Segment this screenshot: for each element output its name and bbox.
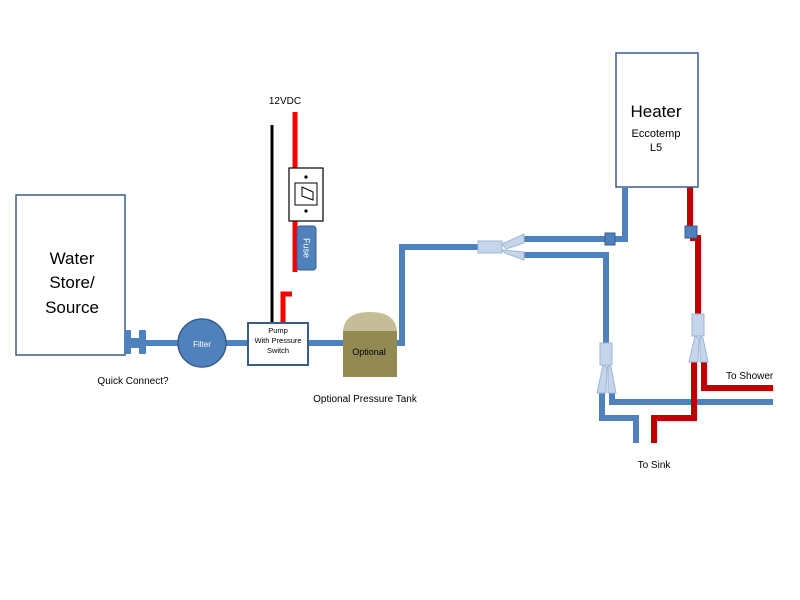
hot-outlet-connector bbox=[684, 225, 698, 239]
pipe-tee-to-heater bbox=[520, 188, 628, 242]
pipe-hot-to-tee bbox=[690, 235, 701, 316]
pump-box bbox=[247, 322, 309, 366]
cold-inlet-connector bbox=[604, 232, 616, 246]
water-store-box bbox=[15, 194, 126, 356]
cold-water-pipes bbox=[125, 188, 773, 443]
pipe-tank-to-tee bbox=[395, 244, 480, 346]
heater-title: Heater bbox=[630, 102, 681, 121]
pump-label-line2: With Pressure bbox=[254, 336, 301, 345]
sink-outlet-label: To Sink bbox=[638, 460, 672, 471]
water-store-line2: Store/ bbox=[49, 273, 95, 292]
tank-dome bbox=[343, 312, 397, 333]
tank-caption: Optional Pressure Tank bbox=[313, 394, 418, 405]
fuse-body bbox=[296, 225, 317, 271]
fuse-label: Fuse bbox=[302, 238, 312, 258]
pipe-hot-to-sink bbox=[651, 360, 697, 443]
pipe-tee-to-cold-branch bbox=[520, 252, 609, 345]
heater-model-line1: Eccotemp bbox=[632, 128, 681, 140]
power-label: 12VDC bbox=[269, 96, 301, 107]
tee-main-split bbox=[477, 233, 525, 261]
quick-connect-label: Quick Connect? bbox=[97, 376, 169, 387]
pipe-cold-to-shower bbox=[609, 392, 773, 405]
pump-label-line1: Pump bbox=[268, 326, 288, 335]
toggle-switch-icon bbox=[288, 167, 324, 222]
filter-label: Filter bbox=[193, 340, 211, 349]
quick-connect-fitting bbox=[124, 330, 146, 354]
shower-outlet-label: To Shower bbox=[726, 371, 774, 382]
heater-model-line2: L5 bbox=[650, 142, 662, 154]
filter-icon bbox=[177, 318, 227, 368]
pipe-hot-to-shower bbox=[701, 360, 773, 391]
pipe-cold-branch-to-sink bbox=[599, 392, 639, 443]
pressure-tank bbox=[343, 312, 397, 377]
water-store-line3: Source bbox=[45, 298, 99, 317]
tank-body bbox=[343, 331, 397, 377]
tank-inner-label: Optional bbox=[352, 347, 386, 357]
water-store-line1: Water bbox=[50, 249, 95, 268]
tee-hot-split bbox=[688, 313, 709, 363]
heater-box bbox=[615, 52, 699, 188]
pump-label-line3: Switch bbox=[267, 346, 289, 355]
tee-cold-split bbox=[596, 342, 617, 394]
